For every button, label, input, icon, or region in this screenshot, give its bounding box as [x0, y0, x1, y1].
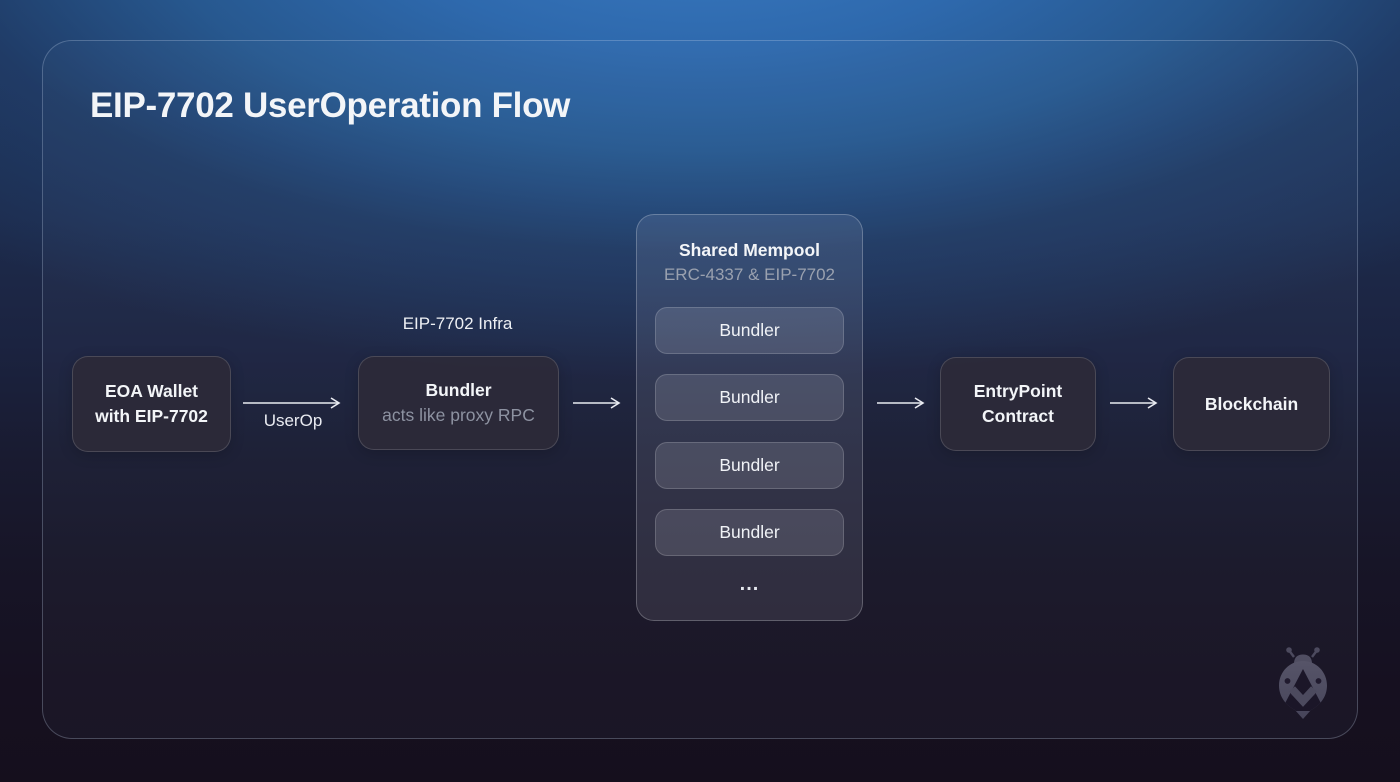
slide-card — [42, 40, 1358, 739]
node-entrypoint-line1: EntryPoint — [973, 381, 1063, 401]
infra-label: EIP-7702 Infra — [402, 314, 513, 333]
flow-arrow-userop — [243, 397, 341, 409]
flow-arrow — [877, 397, 925, 409]
node-eoa-line2: with EIP-7702 — [95, 406, 208, 426]
mempool-bundler-item: Bundler — [655, 307, 844, 354]
node-entrypoint-contract: EntryPoint Contract — [940, 357, 1096, 451]
node-blockchain-label: Blockchain — [1204, 393, 1299, 414]
node-eoa-line1: EOA Wallet — [104, 381, 199, 401]
node-bundler-subtitle: acts like proxy RPC — [382, 405, 535, 425]
flow-arrow — [573, 397, 621, 409]
node-entrypoint-line2: Contract — [982, 406, 1054, 426]
mempool-panel: Shared Mempool ERC-4337 & EIP-7702 Bundl… — [636, 214, 863, 621]
mempool-title: Shared Mempool — [679, 240, 820, 260]
node-bundler-title: Bundler — [425, 380, 492, 400]
ladybug-logo-icon — [1279, 647, 1327, 719]
flow-arrow — [1110, 397, 1158, 409]
node-bundler-infra: Bundler acts like proxy RPC — [358, 356, 559, 450]
node-eoa-wallet: EOA Wallet with EIP-7702 — [72, 356, 231, 452]
page-title: EIP-7702 UserOperation Flow — [90, 86, 571, 125]
mempool-ellipsis: ... — [739, 573, 760, 595]
mempool-bundler-item: Bundler — [655, 442, 844, 489]
mempool-bundler-item: Bundler — [655, 509, 844, 556]
node-blockchain: Blockchain — [1173, 357, 1330, 451]
mempool-bundler-item: Bundler — [655, 374, 844, 421]
mempool-subtitle: ERC-4337 & EIP-7702 — [663, 265, 836, 284]
userop-arrow-label: UserOp — [263, 411, 323, 430]
